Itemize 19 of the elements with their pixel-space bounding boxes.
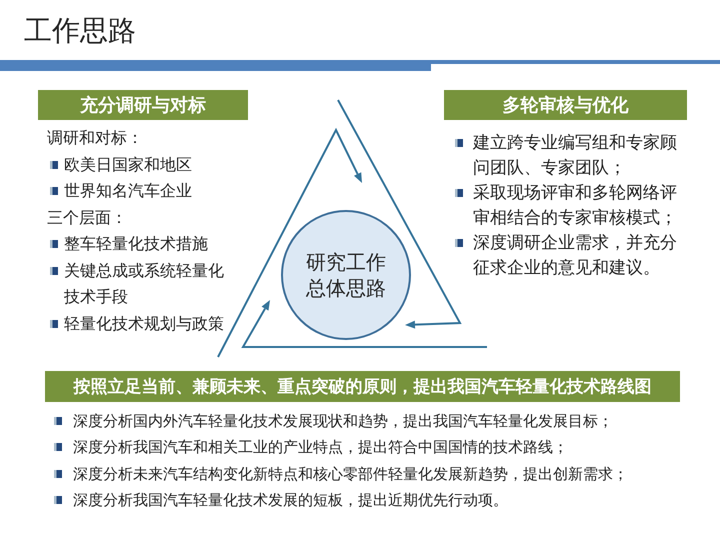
bullet-text: 深度分析国内外汽车轻量化技术发展现状和趋势，提出我国汽车轻量化发展目标； [73,411,614,432]
center-circle: 研究工作总体思路 [281,210,411,340]
bullet-text: 采取现场评审和多轮网络评审相结合的专家审核模式； [473,182,678,230]
bullet-text: 深度分析我国汽车轻量化技术发展的短板，提出近期优先行动项。 [73,490,509,511]
bullet-text: 轻量化技术规划与政策 [64,312,225,334]
header-banner: 多轮审核与优化 [444,90,687,120]
header-banner: 按照立足当前、兼顾未来、重点突破的原则，提出我国汽车轻量化技术路线图 [45,371,680,402]
bullet-text: 深度分析未来汽车结构变化新特点和核心零部件轻量化发展新趋势，提出创新需求； [73,464,629,485]
bullet-text: 关键总成或系统轻量化技术手段 [64,260,225,308]
list-subheading: 调研和对标： [47,127,144,149]
bullet-text: 深度分析我国汽车和相关工业的产业特点，提出符合中国国情的技术路线； [73,437,569,458]
slide-title: 工作思路 [24,13,136,49]
bullet-text: 建立跨专业编写组和专家顾问团队、专家团队； [473,132,678,180]
bullet-text: 整车轻量化技术措施 [64,233,209,255]
list-subheading: 三个层面： [47,206,128,228]
bullet-text: 深度调研企业需求，并充分征求企业的意见和建议。 [473,232,678,280]
bullet-text: 世界知名汽车企业 [64,180,193,202]
header-banner: 充分调研与对标 [38,90,248,120]
bullet-text: 欧美日国家和地区 [64,154,193,176]
